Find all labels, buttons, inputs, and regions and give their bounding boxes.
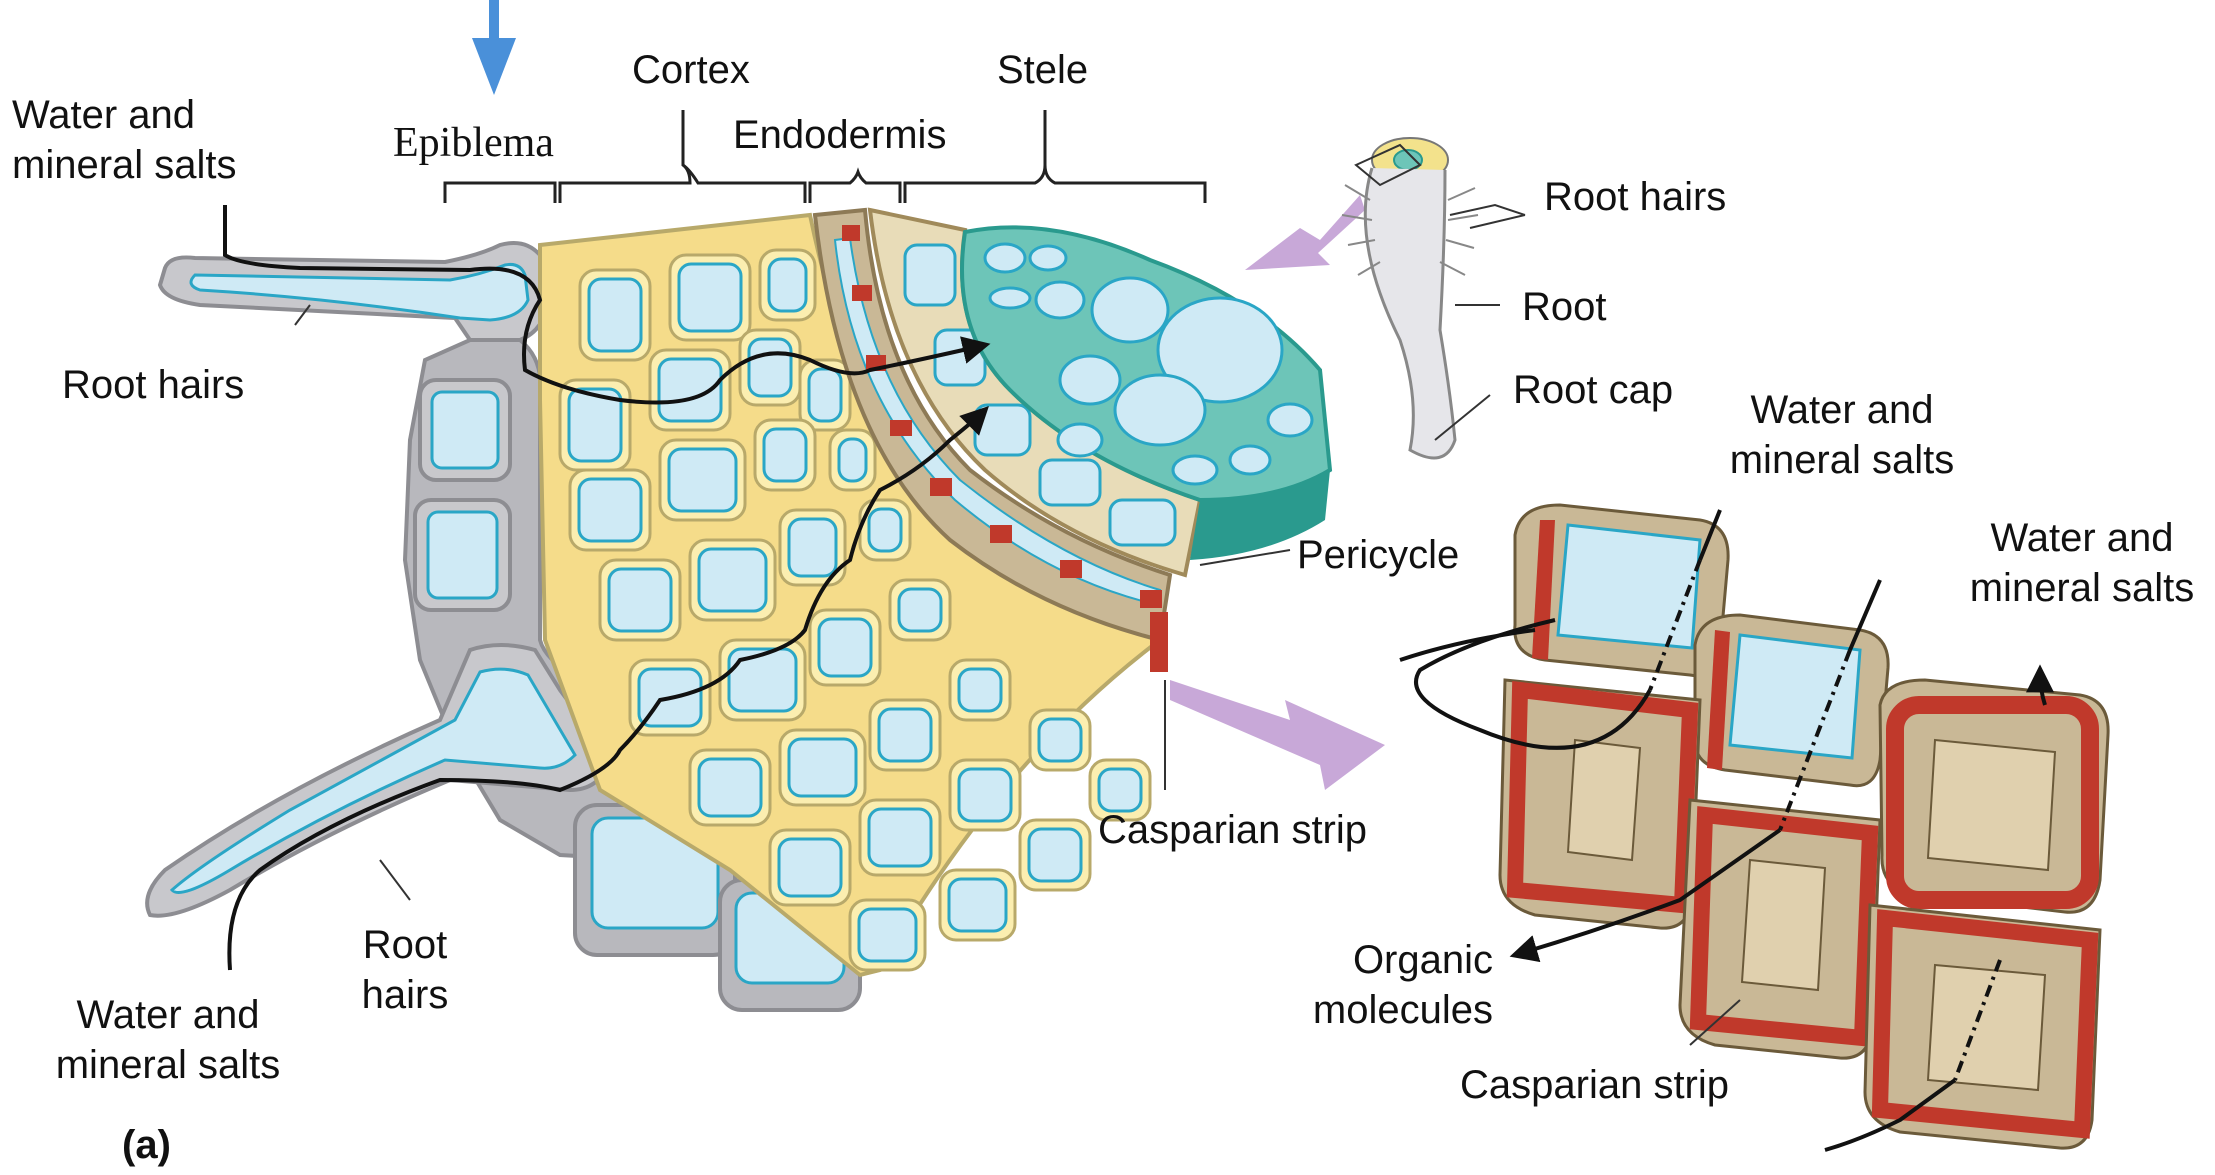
cortex-cell-vacuole (699, 549, 766, 611)
arrow-to-casparian (1170, 680, 1385, 790)
cortex-cell-vacuole (779, 839, 841, 896)
label-cortex: Cortex (632, 45, 750, 95)
label-root: Root (1522, 282, 1607, 332)
cortex-cell-vacuole (949, 879, 1006, 931)
cortex-cell-vacuole (899, 589, 941, 631)
indicator-arrow (472, 0, 516, 95)
label-stele: Stele (997, 45, 1088, 95)
cortex-cell-vacuole (869, 809, 931, 866)
cortex-cell-vacuole (819, 619, 871, 676)
cortex-cell-vacuole (789, 739, 856, 796)
cortex-cell-vacuole (859, 909, 916, 961)
cortex-cell-vacuole (1039, 719, 1081, 761)
label-endodermis: Endodermis (733, 110, 946, 160)
cortex-cell-vacuole (579, 479, 641, 541)
root-inset (1342, 138, 1525, 458)
label-root-hairs-inset: Root hairs (1544, 172, 1726, 222)
stele-bracket (905, 110, 1205, 203)
cortex-cell-vacuole (589, 279, 641, 351)
label-organic-molecules: Organic molecules (1293, 935, 1493, 1035)
label-panel: (a) (122, 1120, 171, 1170)
cortex-cell-vacuole (699, 759, 761, 816)
cortex-cell-vacuole (839, 439, 866, 481)
cortex-cell-vacuole (749, 339, 791, 396)
label-root-cap: Root cap (1513, 365, 1673, 415)
block-right-upper (1880, 680, 2108, 912)
cortex-cell-vacuole (764, 429, 806, 481)
block-right-lower (1865, 905, 2100, 1148)
arrow-to-section (1245, 195, 1365, 270)
cortex-cell-vacuole (669, 449, 736, 511)
block-top-mid (1695, 615, 1888, 786)
label-water-bottom-left: Water and mineral salts (38, 990, 298, 1090)
label-casparian-strip-bottom: Casparian strip (1460, 1060, 1729, 1110)
label-casparian-strip-mid: Casparian strip (1098, 805, 1367, 855)
cortex-cell-vacuole (959, 669, 1001, 711)
label-epiblema: Epiblema (393, 118, 554, 168)
cortex-cell-vacuole (879, 709, 931, 761)
cortex-cell-vacuole (789, 519, 836, 576)
label-root-hairs-left: Root hairs (62, 360, 244, 410)
block-left-lower (1500, 680, 1700, 928)
cortex-cell-vacuole (959, 769, 1011, 821)
endodermis-bracket (810, 172, 900, 203)
label-water-far-right: Water and mineral salts (1952, 513, 2212, 613)
cortex-cell-vacuole (1029, 829, 1081, 881)
label-root-hairs-bottom: Root hairs (340, 920, 470, 1020)
cortex-cell-vacuole (809, 369, 841, 421)
cortex-cell-vacuole (769, 259, 806, 311)
label-water-mid-right: Water and mineral salts (1712, 385, 1972, 485)
label-water-top-left: Water and mineral salts (12, 90, 237, 190)
cortex-cell-vacuole (869, 509, 901, 551)
block-mid-lower (1680, 800, 1880, 1058)
cortex-cell-vacuole (609, 569, 671, 631)
epiblema-bracket (445, 183, 555, 203)
cortex-cell-vacuole (679, 264, 741, 331)
label-pericycle: Pericycle (1297, 530, 1459, 580)
